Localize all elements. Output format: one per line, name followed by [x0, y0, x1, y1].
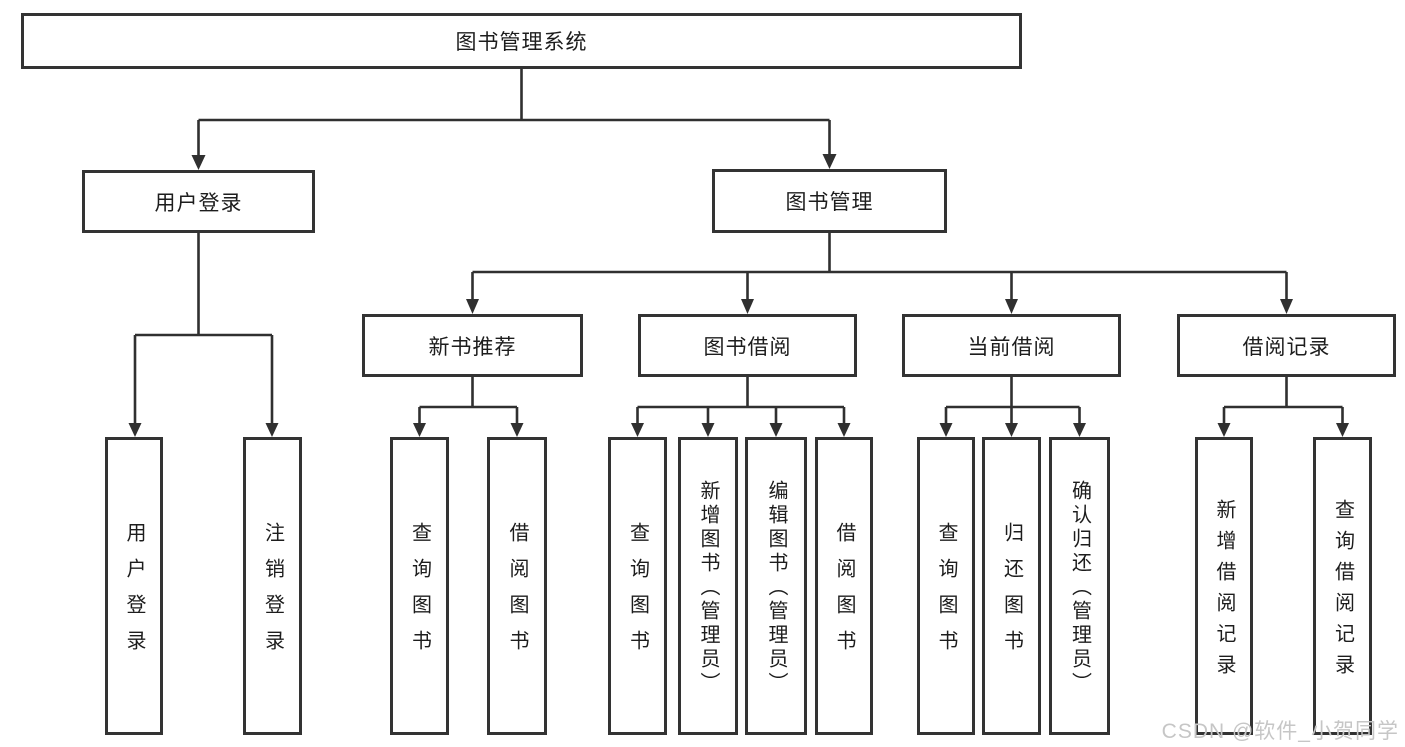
- leaf-records-query-label: 查询借阅记录: [1331, 498, 1354, 685]
- node-current-borrow: 当前借阅: [902, 314, 1121, 377]
- leaf-newbooks-query: 查询图书: [390, 437, 449, 735]
- node-borrow-records-label: 借阅记录: [1242, 335, 1331, 359]
- leaf-current-return-label: 归还图书: [1000, 522, 1023, 666]
- node-user-login-label: 用户登录: [154, 191, 243, 215]
- node-root: 图书管理系统: [21, 13, 1022, 69]
- arrowheads: [128, 154, 1349, 437]
- leaf-borrow-borrow: 借阅图书: [815, 437, 873, 735]
- leaf-records-query: 查询借阅记录: [1313, 437, 1372, 735]
- node-book-mgmt: 图书管理: [712, 169, 947, 233]
- leaf-borrow-add-label: 新增图书（管理员）: [697, 480, 719, 696]
- leaf-logout-label: 注销登录: [261, 522, 284, 666]
- leaf-newbooks-borrow: 借阅图书: [487, 437, 547, 735]
- node-current-borrow-label: 当前借阅: [967, 335, 1056, 359]
- leaf-current-query: 查询图书: [917, 437, 975, 735]
- node-book-borrow-label: 图书借阅: [703, 335, 792, 359]
- node-root-label: 图书管理系统: [455, 31, 588, 54]
- leaf-current-return: 归还图书: [982, 437, 1041, 735]
- leaf-borrow-borrow-label: 借阅图书: [833, 522, 855, 666]
- leaf-user-login-label: 用户登录: [123, 522, 145, 666]
- node-new-books: 新书推荐: [362, 314, 583, 377]
- leaf-user-login: 用户登录: [105, 437, 163, 735]
- leaf-newbooks-borrow-label: 借阅图书: [506, 522, 528, 666]
- leaf-borrow-edit: 编辑图书（管理员）: [745, 437, 807, 735]
- leaf-current-confirm: 确认归还（管理员）: [1049, 437, 1110, 735]
- leaf-records-add: 新增借阅记录: [1195, 437, 1253, 735]
- csdn-watermark: CSDN @软件_小贺同学: [1161, 720, 1399, 743]
- leaf-borrow-edit-label: 编辑图书（管理员）: [765, 480, 787, 696]
- leaf-borrow-query-label: 查询图书: [626, 522, 649, 666]
- node-book-borrow: 图书借阅: [638, 314, 857, 377]
- node-book-mgmt-label: 图书管理: [785, 191, 874, 214]
- leaf-borrow-add: 新增图书（管理员）: [678, 437, 738, 735]
- tree-edges: [133, 69, 1344, 424]
- node-new-books-label: 新书推荐: [428, 335, 517, 359]
- node-user-login: 用户登录: [82, 170, 315, 233]
- leaf-borrow-query: 查询图书: [608, 437, 667, 735]
- leaf-current-query-label: 查询图书: [935, 522, 957, 666]
- leaf-records-add-label: 新增借阅记录: [1213, 498, 1235, 685]
- node-borrow-records: 借阅记录: [1177, 314, 1396, 377]
- leaf-newbooks-query-label: 查询图书: [408, 522, 431, 666]
- leaf-logout: 注销登录: [243, 437, 302, 735]
- leaf-current-confirm-label: 确认归还（管理员）: [1068, 480, 1091, 696]
